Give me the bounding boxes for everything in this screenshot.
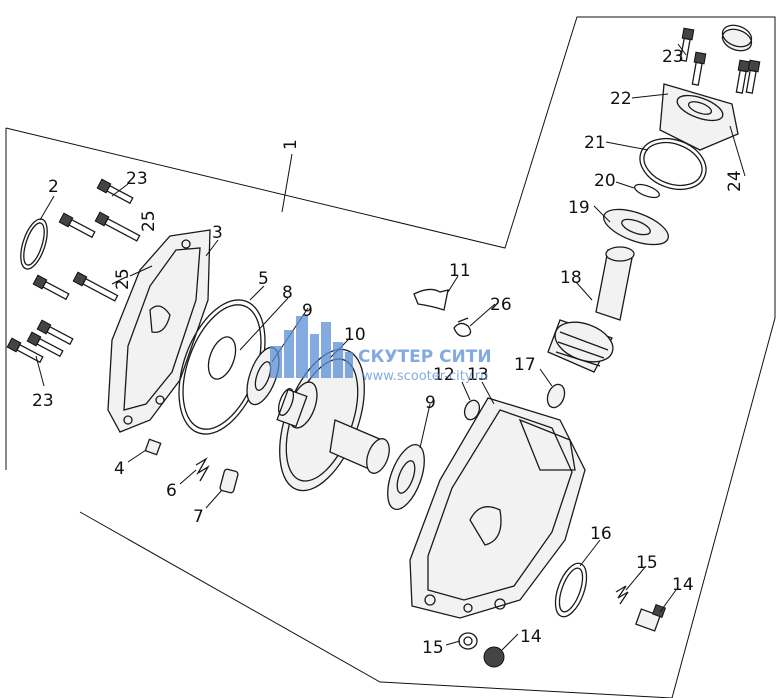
part-14-drain-bolt-right xyxy=(635,603,667,632)
callout-11: 11 xyxy=(449,261,471,281)
callout-10: 10 xyxy=(344,325,366,345)
callout-15-right: 15 xyxy=(636,553,658,573)
callout-18: 18 xyxy=(560,268,582,288)
part-24-cap xyxy=(721,24,753,52)
callout-25-upper: 25 xyxy=(139,210,159,232)
part-16-o-ring xyxy=(554,562,588,618)
callout-9-lower: 9 xyxy=(425,393,436,413)
callout-8: 8 xyxy=(282,283,293,303)
callout-26: 26 xyxy=(490,295,512,315)
callout-13: 13 xyxy=(467,365,489,385)
watermark-title: СКУТЕР СИТИ xyxy=(358,347,492,367)
watermark: СКУТЕР СИТИ www.scooter-city.ru xyxy=(270,316,492,384)
part-20-circlip xyxy=(634,183,660,199)
callout-15-bottom: 15 xyxy=(422,638,444,658)
part-9-oil-seal-lower xyxy=(387,443,425,511)
callout-23-left-bottom: 23 xyxy=(32,391,54,411)
callout-5: 5 xyxy=(258,269,269,289)
callout-4: 4 xyxy=(114,459,125,479)
part-10-gear-shaft xyxy=(276,348,390,492)
callout-16: 16 xyxy=(590,524,612,544)
assembly-boundary xyxy=(5,16,776,698)
callout-24: 24 xyxy=(725,170,745,192)
part-14-drain-bolt-bottom xyxy=(483,646,505,668)
part-21-o-ring xyxy=(639,137,707,191)
callout-3: 3 xyxy=(212,223,223,243)
part-15-washer xyxy=(458,632,478,650)
bolts-left-top xyxy=(6,178,141,364)
callout-19: 19 xyxy=(568,198,590,218)
part-13-main-housing xyxy=(409,397,586,619)
part-15-spring xyxy=(615,585,629,605)
callout-labels: 1 2 3 4 5 6 7 8 9 9 10 11 12 13 14 14 15… xyxy=(32,47,745,658)
callout-23-left-top: 23 xyxy=(126,169,148,189)
part-12-dowel xyxy=(463,399,481,421)
callout-6: 6 xyxy=(166,481,177,501)
callout-14-right: 14 xyxy=(672,575,694,595)
callout-9-upper: 9 xyxy=(302,301,313,321)
part-11-breather-hose xyxy=(413,288,449,311)
part-7-plug xyxy=(219,468,239,494)
callout-12: 12 xyxy=(433,365,455,385)
part-18-output-shaft xyxy=(547,246,635,373)
part-2-gasket-ring xyxy=(20,218,48,270)
watermark-city-skyline-icon xyxy=(270,316,353,378)
watermark-url: www.scooter-city.ru xyxy=(362,369,488,384)
callout-7: 7 xyxy=(193,507,204,527)
callout-2: 2 xyxy=(48,177,59,197)
bolts-top-right xyxy=(679,27,761,94)
part-26-clip xyxy=(453,317,472,337)
part-6-spring xyxy=(195,457,210,482)
part-3-left-cover xyxy=(107,229,211,433)
callout-17: 17 xyxy=(514,355,536,375)
callout-25-lower: 25 xyxy=(113,268,133,290)
part-4-dowel xyxy=(144,438,162,456)
callout-14-bottom: 14 xyxy=(520,627,542,647)
part-22-bearing-cover xyxy=(659,83,739,151)
callout-23-top: 23 xyxy=(662,47,684,67)
callout-22: 22 xyxy=(610,89,632,109)
callout-21: 21 xyxy=(584,133,606,153)
part-19-bearing xyxy=(603,208,669,246)
callout-20: 20 xyxy=(594,171,616,191)
callout-1: 1 xyxy=(281,139,301,150)
part-17-bushing xyxy=(546,383,566,409)
